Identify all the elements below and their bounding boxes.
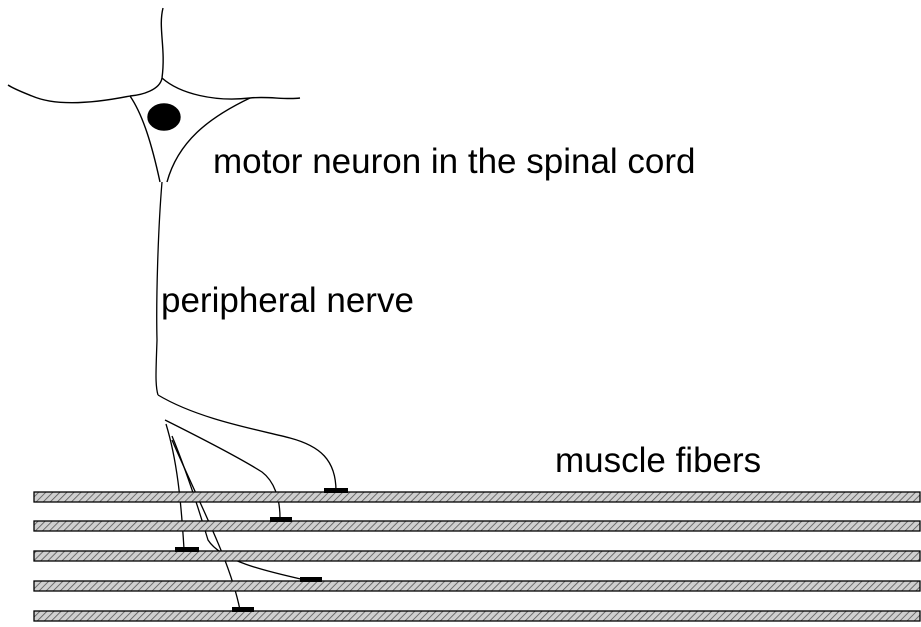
muscle-fiber: [34, 611, 920, 621]
nucleus: [148, 104, 180, 130]
muscle-fiber: [34, 551, 920, 561]
end-plate: [270, 517, 292, 522]
dendrite-left: [8, 85, 130, 103]
motor-neuron-label: motor neuron in the spinal cord: [213, 144, 696, 179]
end-plate: [300, 577, 322, 582]
muscle-fiber: [34, 492, 920, 502]
peripheral-nerve: [156, 182, 336, 610]
axon-branch-2: [165, 420, 280, 518]
end-plate: [324, 488, 348, 493]
muscle-fibers: [34, 492, 920, 621]
end-plate: [175, 547, 199, 552]
axon-branch-1: [158, 395, 336, 491]
muscle-fibers-label: muscle fibers: [555, 443, 761, 478]
dendrite-top: [130, 8, 163, 96]
peripheral-nerve-label: peripheral nerve: [161, 283, 414, 318]
muscle-fiber: [34, 521, 920, 531]
end-plates: [175, 488, 348, 612]
end-plate: [232, 607, 254, 612]
dendrite-right: [162, 78, 300, 99]
muscle-fiber: [34, 581, 920, 591]
